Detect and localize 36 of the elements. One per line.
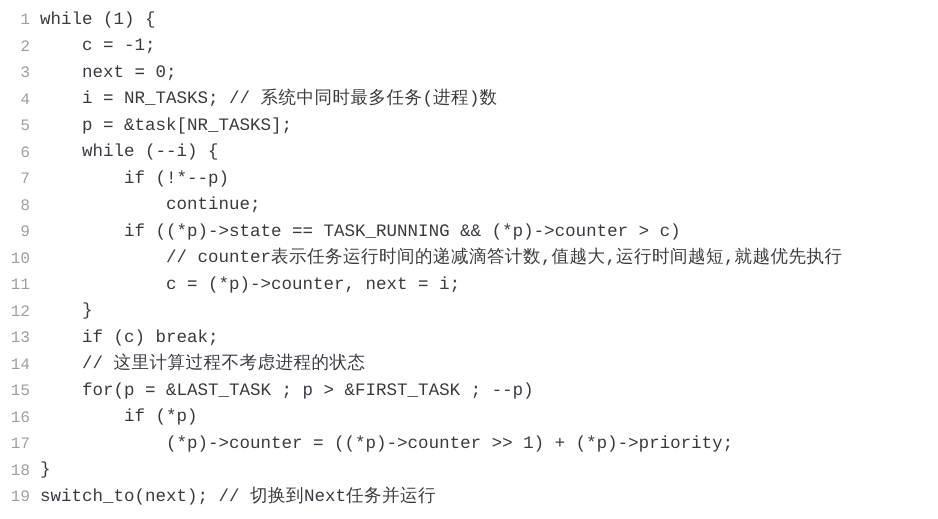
code-line: (*p)->counter = ((*p)->counter >> 1) + (*p)->priority; [165,436,734,453]
code-line: c = (*p)->counter, next = i; [165,276,460,294]
line-number: 15 [10,383,31,400]
line-number: 11 [10,277,31,294]
line-number: 12 [10,304,31,320]
code-line: if (!*--p) [123,170,230,188]
line-number: 5 [19,118,31,134]
line-number: 9 [19,224,31,240]
code-line: if ((*p)->state == TASK_RUNNING && (*p)->counter > c) [123,224,681,241]
code-line: if (c) break; [81,330,219,347]
code-line: next = 0; [81,64,177,82]
code-line: } [40,462,51,480]
line-number: 14 [10,356,31,373]
line-number: 3 [19,65,31,82]
code-line: p = &task[NR_TASKS]; [81,118,292,135]
code-line: continue; [165,197,261,214]
code-line: for(p = &LAST_TASK ; p > &FIRST_TASK ; --p) [81,382,534,400]
line-number: 17 [10,436,31,452]
code-line: c = -1; [81,38,156,56]
code-line: } [81,303,93,320]
line-number: 13 [10,330,31,346]
line-number: 6 [19,144,31,161]
line-number: 10 [10,250,31,267]
code-line: if (*p) [123,409,198,426]
line-number: 7 [19,171,31,188]
code-line: while (--i) { [81,144,219,162]
line-number: 8 [19,198,31,214]
line-number: 19 [10,489,31,506]
code-line: i = NR_TASKS; // 系统中同时最多任务(进程)数 [81,91,498,108]
line-number: 1 [19,12,31,28]
code-line: switch_to(next); // 切换到Next任务并运行 [40,488,436,506]
code-line: while (1) { [40,12,156,29]
line-number: 16 [10,410,31,426]
line-number: 4 [19,92,31,108]
line-number: 18 [10,462,31,479]
line-number: 2 [19,38,31,55]
